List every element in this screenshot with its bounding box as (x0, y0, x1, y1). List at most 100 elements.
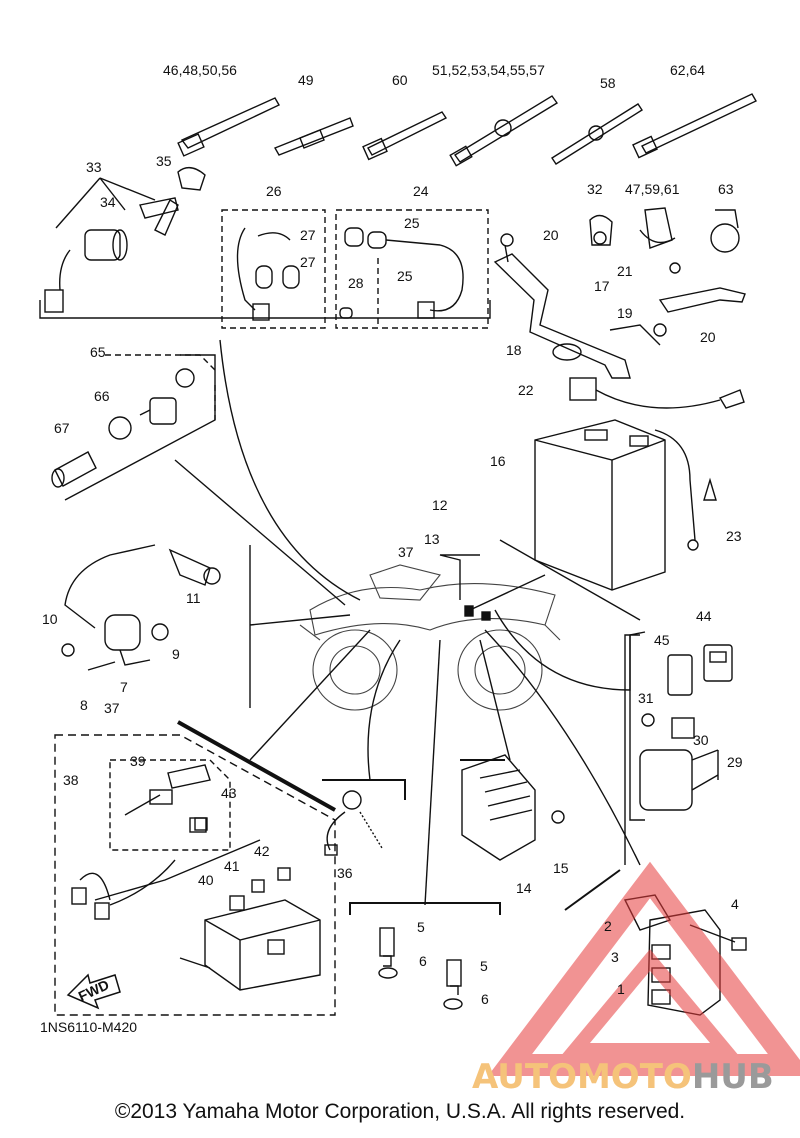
cable-tie-62 (632, 93, 757, 159)
label-17: 17 (594, 278, 610, 294)
label-20a: 20 (543, 227, 559, 243)
accessory-socket-65 (139, 368, 195, 425)
battery-16 (534, 419, 666, 591)
nut-66 (108, 416, 132, 440)
label-30: 30 (693, 732, 709, 748)
key-35 (139, 167, 206, 236)
label-51: 51,52,53,54,55,57 (432, 62, 545, 78)
label-12: 12 (432, 497, 448, 513)
fwd-arrow (66, 973, 121, 1010)
wire-harness-37 (71, 764, 321, 991)
label-63: 63 (718, 181, 734, 197)
part-labels: 46,48,50,56 49 60 51,52,53,54,55,57 58 6… (40, 62, 743, 1035)
label-25b: 25 (397, 268, 413, 284)
label-5b: 5 (480, 958, 488, 974)
clip-32 (589, 214, 613, 246)
label-47: 47,59,61 (625, 181, 680, 197)
label-15: 15 (553, 860, 569, 876)
link-to-top-group (219, 339, 361, 601)
lead-22 (569, 377, 745, 409)
label-2: 2 (604, 918, 612, 934)
main-switch-33 (44, 229, 128, 313)
label-41: 41 (224, 858, 240, 874)
label-5a: 5 (417, 919, 425, 935)
group-bracket-1-4 (564, 869, 621, 911)
sensor-5a (379, 927, 395, 967)
screw-31 (641, 713, 655, 727)
fuse-42 (277, 867, 291, 881)
label-33: 33 (86, 159, 102, 175)
label-46: 46,48,50,56 (163, 62, 237, 78)
group-bracket-37 (177, 720, 336, 812)
subgroup-26-box (221, 209, 326, 329)
label-39: 39 (130, 753, 146, 769)
lead-26 (236, 227, 300, 321)
washer-6a (378, 967, 398, 979)
battery-bracket-17 (493, 233, 667, 379)
subgroup-38-box (109, 759, 231, 851)
label-1: 1 (617, 981, 625, 997)
atv-outline (299, 564, 561, 711)
label-66: 66 (94, 388, 110, 404)
label-22: 22 (518, 382, 534, 398)
label-27a: 27 (300, 227, 316, 243)
label-10: 10 (42, 611, 58, 627)
label-67: 67 (54, 420, 70, 436)
label-21: 21 (617, 263, 633, 279)
group-bracket-top-left (39, 300, 491, 319)
label-58: 58 (600, 75, 616, 91)
watermark-logo (487, 861, 800, 1076)
wire-harness-37-box (54, 734, 336, 1016)
label-42: 42 (254, 843, 270, 859)
label-8: 8 (80, 697, 88, 713)
label-28: 28 (348, 275, 364, 291)
label-65: 65 (90, 344, 106, 360)
label-16: 16 (490, 453, 506, 469)
label-7: 7 (120, 679, 128, 695)
label-35: 35 (156, 153, 172, 169)
label-49: 49 (298, 72, 314, 88)
cable-tie-58 (551, 103, 643, 165)
relay-7 (104, 614, 169, 666)
bolt-8 (87, 661, 116, 671)
cap-11 (64, 544, 221, 629)
label-9: 9 (172, 646, 180, 662)
label-40: 40 (198, 872, 214, 888)
label-14: 14 (516, 880, 532, 896)
group-bracket-29 (624, 634, 640, 865)
label-19: 19 (617, 305, 633, 321)
label-34: 34 (100, 194, 116, 210)
label-31: 31 (638, 690, 654, 706)
copyright-notice: ©2013 Yamaha Motor Corporation, U.S.A. A… (114, 1100, 686, 1123)
screw-4-head (731, 937, 747, 951)
sensor-5b (446, 959, 462, 995)
damper-18 (552, 343, 582, 361)
lead-24 (339, 227, 464, 319)
clip-63 (710, 209, 740, 253)
group-line-battery (499, 539, 641, 621)
coupler-44 (703, 644, 733, 682)
label-60: 60 (392, 72, 408, 88)
watermark-text: AUTOMOTOHUB (472, 1057, 774, 1097)
label-36: 36 (337, 865, 353, 881)
fuse-43 (194, 817, 208, 831)
cap-67 (51, 451, 97, 488)
label-62: 62,64 (670, 62, 705, 78)
fwd-label: FWD (76, 976, 112, 1004)
lead-23 (654, 429, 717, 551)
label-11: 11 (186, 590, 201, 606)
label-37b: 37 (104, 700, 120, 716)
label-25a: 25 (404, 215, 420, 231)
label-20b: 20 (700, 329, 716, 345)
switch-36 (324, 790, 383, 856)
plate-19 (658, 262, 746, 313)
label-6a: 6 (419, 953, 427, 969)
coupler-45 (667, 654, 693, 696)
label-37a: 37 (398, 544, 414, 560)
label-13: 13 (424, 531, 440, 547)
fuse-40 (229, 895, 245, 911)
cable-tie-49 (273, 117, 354, 156)
cable-tie-46 (177, 97, 280, 157)
label-4: 4 (731, 896, 739, 912)
